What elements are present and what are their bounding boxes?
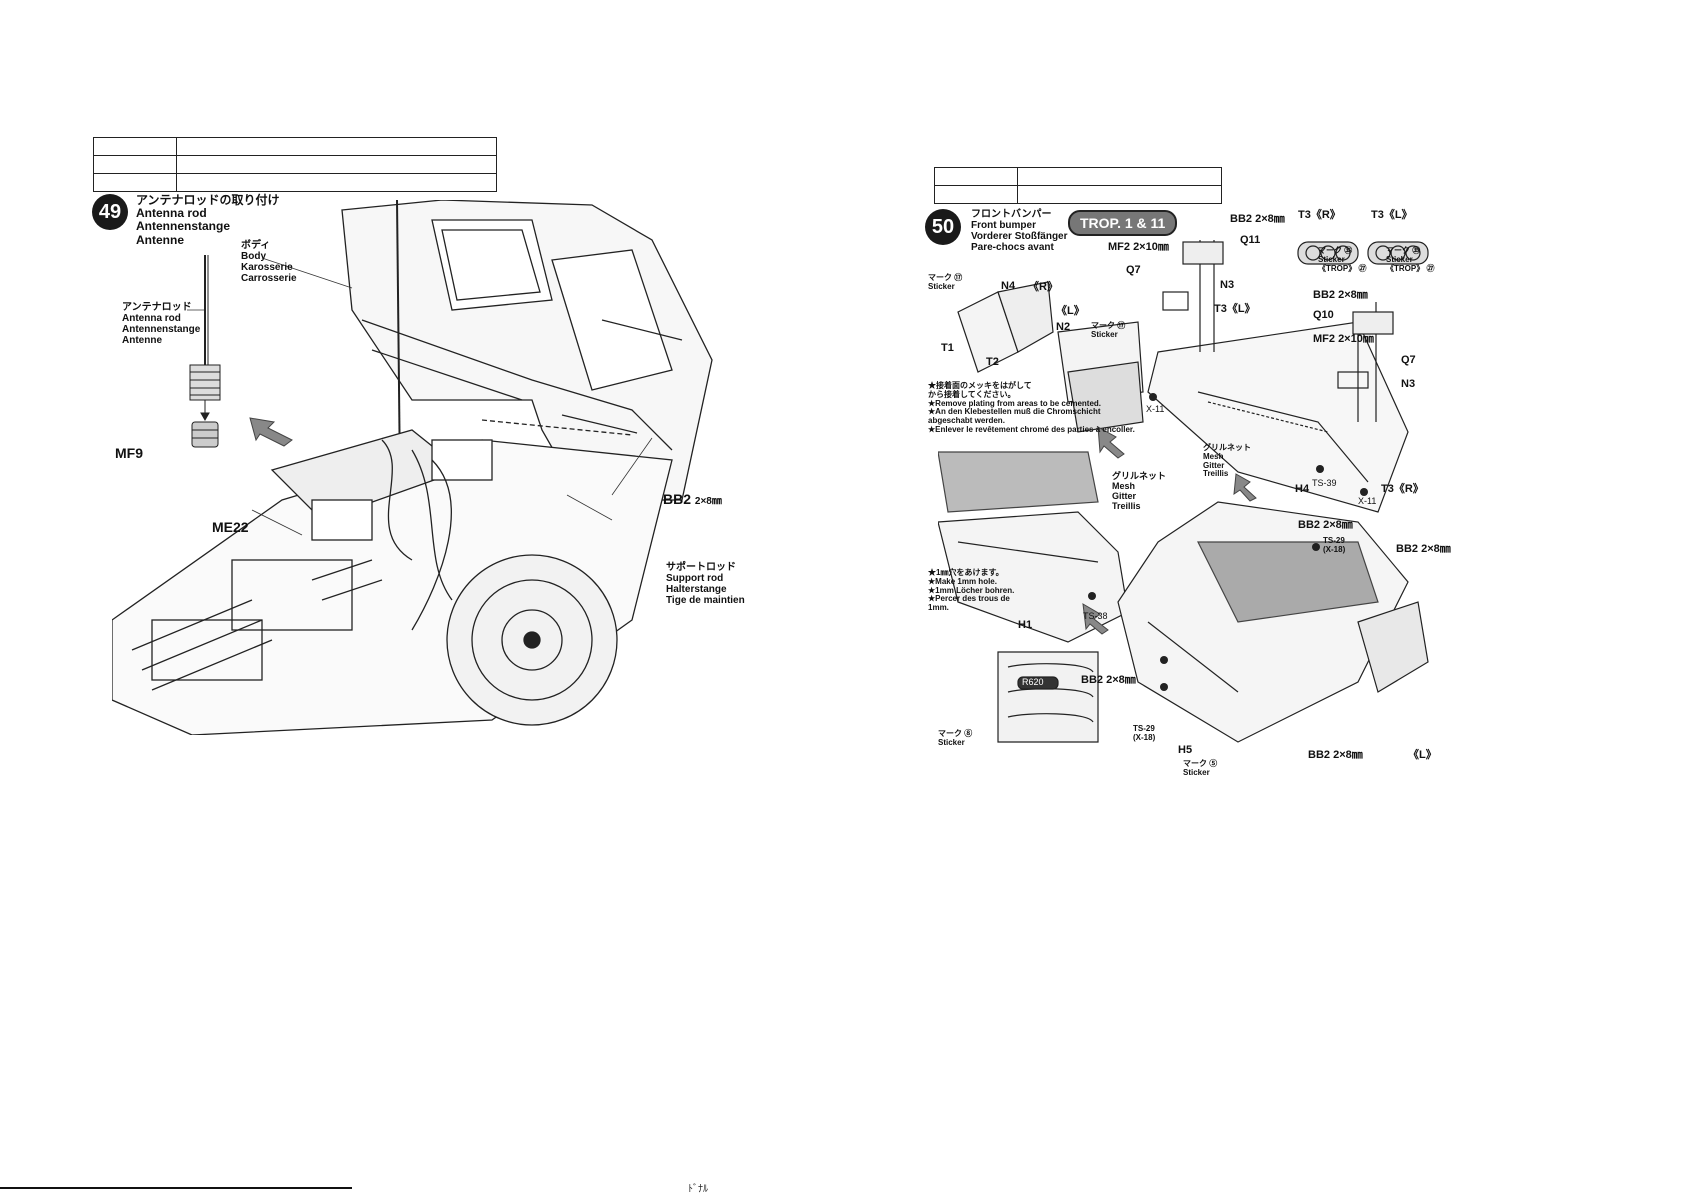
part-x11-left: X-11 [1146,404,1165,414]
part-ts38: TS-38 [1083,611,1108,621]
info-table-right [934,167,1222,204]
left-page: 49 アンテナロッドの取り付け Antenna rod Antennenstan… [0,0,842,1195]
step-50-number: 50 [925,209,961,245]
part-n2: N2 [1056,321,1071,333]
part-t3r-bottom: T3《R》 [1381,483,1424,495]
side-r-top: 《R》 [1028,281,1058,293]
part-bb2-far: BB2 2×8㎜ [1396,543,1451,555]
part-h5: H5 [1178,744,1193,756]
title-fr: Antenne [136,232,184,247]
step-49-illustration [112,200,713,735]
part-h4: H4 [1295,483,1310,495]
cement-notes: ★接着面のメッキをはがして から接着してください。 ★Remove platin… [928,381,1135,434]
info-table-left [93,137,497,192]
body-label: ボディ Body Karosserie Carrosserie [241,240,297,284]
footer-mark: ﾄﾞﾅﾙ [688,1184,708,1195]
part-bb2-low: BB2 2×8㎜ [1081,674,1136,686]
title-ja: アンテナロッドの取り付け [136,193,280,207]
part-q7-top: Q7 [1126,264,1141,276]
part-q11: Q11 [1240,234,1261,246]
part-q7-right: Q7 [1401,354,1416,366]
title-de: Antennenstange [136,219,231,234]
part-bb2: BB2 2×8㎜ [663,491,722,507]
step-49-title: アンテナロッドの取り付け Antenna rod Antennenstange … [136,193,280,247]
right-page: 50 フロントバンパー Front bumper Vorderer Stoßfä… [843,0,1685,1191]
part-mf2-right: MF2 2×10㎜ [1313,333,1374,345]
side-l-top: 《L》 [1056,305,1085,317]
hole-notes: ★1㎜穴をあけます。 ★Make 1mm hole. ★1mm Löcher b… [928,568,1015,613]
step-49-figure: 49 アンテナロッドの取り付け Antenna rod Antennenstan… [92,193,747,735]
part-me22: ME22 [212,519,249,535]
part-n3-top: N3 [1220,279,1235,291]
part-q10: Q10 [1313,309,1334,321]
part-t2: T2 [986,356,999,368]
part-t1: T1 [941,342,954,354]
title-en: Antenna rod [136,206,207,221]
part-h1: H1 [1018,619,1033,631]
part-bb2-bottom: BB2 2×8㎜ [1308,749,1363,761]
part-n4: N4 [1001,280,1016,292]
part-ts39: TS-39 [1312,478,1337,488]
support-rod-label: サポートロッド Support rod Halterstange Tige de… [666,562,745,606]
part-x11-right: X-11 [1358,496,1377,506]
ts29-b: TS-29(X-18) [1133,724,1156,742]
part-n3-right: N3 [1401,378,1416,390]
part-mf2-top: MF2 2×10㎜ [1108,241,1169,253]
part-mf9: MF9 [115,445,143,461]
part-t3r-head: T3《R》 [1298,209,1341,221]
step-49-number: 49 [92,194,128,230]
part-bb2-mid: BB2 2×8㎜ [1298,519,1353,531]
step-50-illustration [938,240,1429,743]
step-50-figure: 50 フロントバンパー Front bumper Vorderer Stoßfä… [925,209,1498,782]
bottom-rule [0,1187,352,1189]
ts29-a: TS-29(X-18) [1323,536,1346,554]
r620-badge: R620 [1022,677,1044,687]
side-l-bottom: 《L》 [1408,749,1437,761]
part-bb2-top: BB2 2×8㎜ [1230,213,1285,225]
part-t3l-head: T3《L》 [1371,209,1413,221]
trop-badge: TROP. 1 & 11 [1068,210,1178,236]
antenna-rod-label: アンテナロッド Antenna rod Antennenstange Anten… [122,302,201,346]
step-50-title: フロントバンパー Front bumper Vorderer Stoßfänge… [971,209,1068,253]
part-t3l-mid: T3《L》 [1214,303,1256,315]
part-bb2-right: BB2 2×8㎜ [1313,289,1368,301]
